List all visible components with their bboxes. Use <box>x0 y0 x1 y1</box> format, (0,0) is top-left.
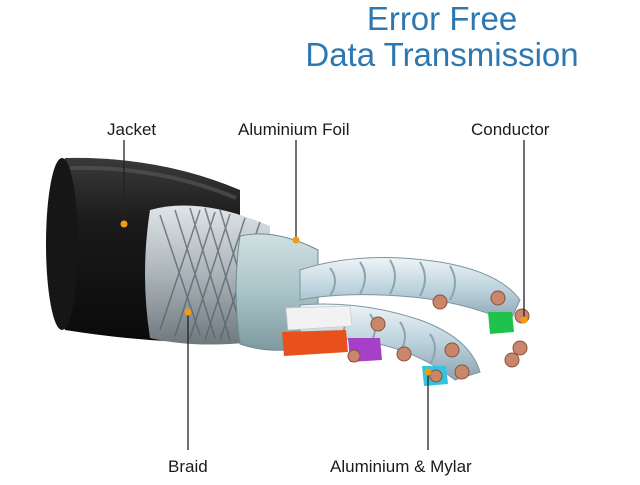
copper-ends <box>347 290 530 383</box>
jacket-label: Jacket <box>107 120 157 139</box>
foil-marker <box>292 236 300 244</box>
conductor-marker <box>520 316 528 324</box>
insulation-green <box>488 312 514 334</box>
conductor-label: Conductor <box>471 120 550 139</box>
leader-lines <box>123 140 525 450</box>
jacket-marker <box>120 220 128 228</box>
aluminium-mylar-label: Aluminium & Mylar <box>330 457 472 476</box>
aluminium-foil-label: Aluminium Foil <box>238 120 350 139</box>
marker-dots <box>120 220 528 376</box>
jacket-highlight <box>69 165 237 200</box>
title-line-1: Error Free <box>366 0 518 37</box>
mylar-marker <box>424 368 432 376</box>
braid-label: Braid <box>168 457 208 476</box>
insulation-orange <box>282 330 348 356</box>
jacket-end-cap <box>46 158 78 330</box>
title-line-2: Data Transmission <box>305 36 579 73</box>
insulation-white <box>285 305 353 331</box>
braid-marker <box>184 308 192 316</box>
